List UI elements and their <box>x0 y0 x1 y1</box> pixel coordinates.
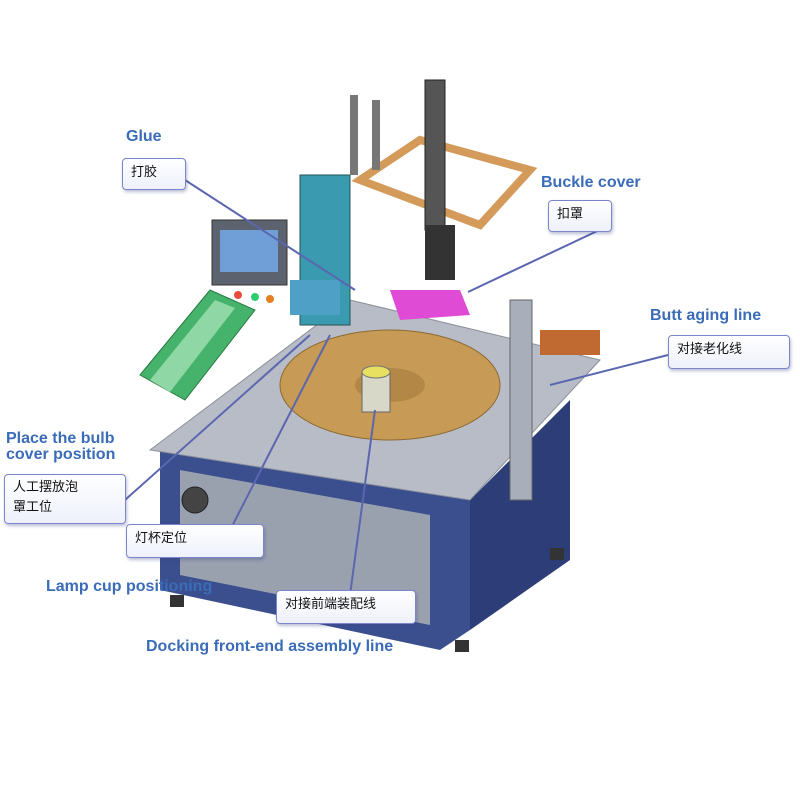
box-cup-zh: 灯杯定位 <box>126 524 264 558</box>
lamp-cup <box>361 371 391 413</box>
box-glue-zh: 打胶 <box>122 158 186 190</box>
label-bulb-en-line2: cover position <box>6 446 116 463</box>
label-butt-en: Butt aging line <box>650 307 762 324</box>
box-bulb-zh: 人工摆放泡 罩工位 <box>4 474 126 524</box>
label-cup-en: Lamp cup positioning <box>46 578 213 595</box>
label-bulb-en-line1: Place the bulb <box>6 430 115 447</box>
cylinder <box>424 79 446 231</box>
right-post <box>509 299 533 501</box>
cabinet-panel <box>180 470 430 625</box>
label-bulb-en: Place the bulb cover position <box>6 431 115 463</box>
label-glue-en: Glue <box>126 128 162 145</box>
cabinet-right <box>470 400 570 630</box>
leader-lines <box>124 179 669 596</box>
box-buckle-zh: 扣罩 <box>548 200 612 232</box>
box-bulb-zh-line1: 人工摆放泡 <box>13 480 79 495</box>
label-dock-en: Docking front-end assembly line <box>146 638 394 655</box>
box-butt-zh: 对接老化线 <box>668 335 790 369</box>
box-dock-zh: 对接前端装配线 <box>276 590 416 624</box>
label-buckle-en: Buckle cover <box>541 174 641 191</box>
vent-fan <box>181 486 209 514</box>
box-bulb-zh-line2: 罩工位 <box>13 500 53 515</box>
